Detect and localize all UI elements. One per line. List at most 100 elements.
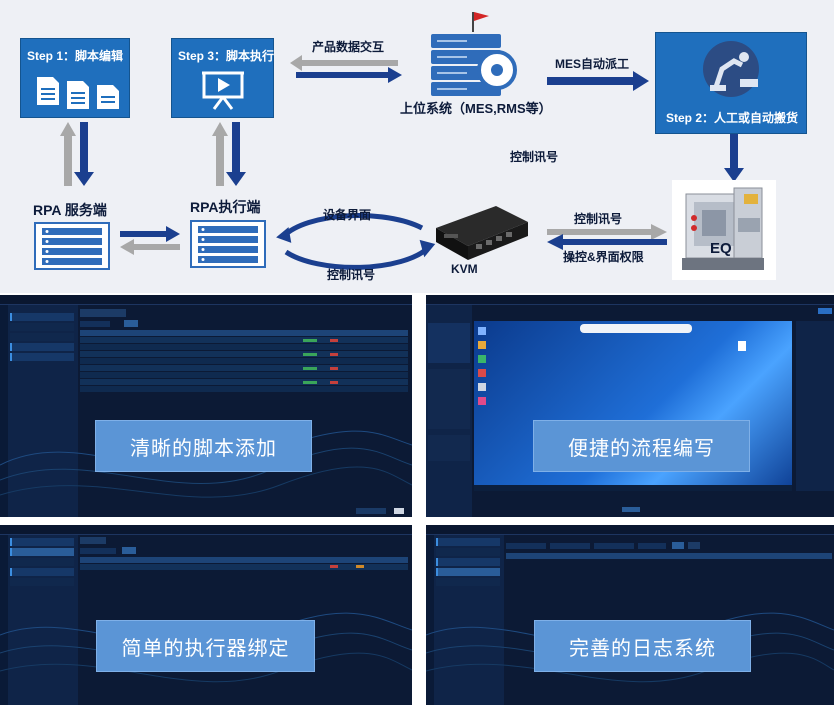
search-input[interactable] [80, 548, 116, 554]
server-stack-icon [431, 12, 517, 96]
kvm-eq-arrows [547, 224, 667, 250]
action-edit[interactable] [303, 381, 317, 384]
rpa-executor-icon [190, 220, 266, 268]
screen-flow-editor: 便捷的流程编写 [426, 295, 834, 517]
table-row[interactable] [80, 564, 408, 570]
table-row[interactable] [80, 372, 408, 378]
screen-icon-rail [426, 535, 434, 705]
equipment-icon [682, 187, 764, 270]
kvm-device-icon [436, 206, 528, 260]
filter-input[interactable] [594, 543, 634, 549]
run-button[interactable] [818, 308, 832, 314]
action-delete[interactable] [330, 367, 338, 370]
screen1-caption: 清晰的脚本添加 [95, 420, 312, 472]
step1-label: Step 1：脚本编辑 [27, 49, 124, 63]
toolbar-tab[interactable] [80, 309, 126, 317]
toolbox-grid[interactable] [428, 323, 470, 363]
sidebar-item[interactable] [436, 568, 500, 576]
table-row[interactable] [80, 379, 408, 385]
rpa-executor-label: RPA执行端 [190, 199, 261, 215]
desktop-icon[interactable] [478, 397, 486, 405]
table-row[interactable] [80, 365, 408, 371]
action-edit[interactable] [303, 353, 317, 356]
server-executor-arrows [120, 226, 180, 255]
desktop-icon[interactable] [478, 327, 486, 335]
screen-topbar [426, 525, 834, 535]
desktop-icon[interactable] [478, 383, 486, 391]
rpa-server-label: RPA 服务端 [33, 202, 107, 218]
sidebar-item[interactable] [436, 578, 500, 586]
screen2-caption: 便捷的流程编写 [533, 420, 750, 472]
table-header [80, 557, 408, 563]
sidebar-item[interactable] [436, 558, 500, 566]
table-row[interactable] [80, 358, 408, 364]
search-button[interactable] [672, 542, 684, 549]
screen-log-system: 完善的日志系统 [426, 525, 834, 705]
table-row[interactable] [80, 337, 408, 343]
eq-machine: EQ [672, 180, 776, 280]
filter-select[interactable] [638, 543, 666, 549]
sidebar-item[interactable] [10, 313, 74, 321]
action-delete[interactable] [330, 339, 338, 342]
search-input[interactable] [80, 321, 110, 327]
action-edit[interactable] [356, 565, 364, 568]
sidebar-item[interactable] [10, 333, 74, 341]
reset-button[interactable] [688, 542, 700, 549]
product-data-exchange-label: 产品数据交互 [312, 40, 385, 54]
presentation-icon [202, 71, 244, 110]
sidebar-item[interactable] [10, 578, 74, 586]
taskbar[interactable] [474, 485, 792, 491]
sidebar-item[interactable] [10, 343, 74, 351]
table-row[interactable] [80, 344, 408, 350]
rpa-server-icon [34, 222, 110, 270]
sidebar-item[interactable] [10, 548, 74, 556]
kvm-label: KVM [451, 262, 478, 276]
desktop-file-icon[interactable] [738, 341, 746, 351]
step3-label: Step 3：脚本执行 [178, 49, 275, 63]
step2-label: Step 2：人工或自动搬货 [666, 111, 799, 125]
screen-executor-bind: 简单的执行器绑定 [0, 525, 412, 705]
save-button[interactable] [622, 507, 640, 512]
sidebar-item[interactable] [436, 548, 500, 556]
search-button[interactable] [122, 547, 136, 554]
table-row[interactable] [80, 386, 408, 392]
action-edit[interactable] [303, 339, 317, 342]
table-row[interactable] [80, 351, 408, 357]
sidebar-item[interactable] [10, 323, 74, 331]
sidebar-item[interactable] [10, 558, 74, 566]
desktop-icon[interactable] [478, 355, 486, 363]
action-edit[interactable] [303, 367, 317, 370]
sidebar-item[interactable] [10, 538, 74, 546]
screen-icon-rail [0, 305, 8, 517]
workflow-diagram: Step 1：脚本编辑 Step 3：脚本执行 [0, 0, 834, 293]
screen-topbar [0, 295, 412, 305]
mes-dispatch-label: MES自动派工 [555, 57, 630, 71]
screen-icon-rail [0, 535, 8, 705]
upper-system-label: 上位系统（MES,RMS等） [400, 101, 552, 116]
screen4-caption: 完善的日志系统 [534, 620, 751, 672]
device-ui-label: 设备界面 [323, 208, 372, 222]
sidebar-item[interactable] [436, 538, 500, 546]
table-header [80, 330, 408, 336]
eq-label: EQ [710, 240, 732, 257]
sidebar-item[interactable] [10, 353, 74, 361]
step-list-panel [796, 321, 834, 491]
toolbar-tab[interactable] [80, 537, 106, 544]
action-delete[interactable] [330, 353, 338, 356]
sidebar-item[interactable] [10, 568, 74, 576]
action-unbind[interactable] [330, 565, 338, 568]
action-delete[interactable] [330, 381, 338, 384]
background-waves [426, 612, 834, 683]
desktop-icon[interactable] [478, 341, 486, 349]
step2-to-eq-arrow [724, 134, 744, 182]
desktop-icon[interactable] [478, 369, 486, 377]
pagination[interactable] [356, 508, 386, 514]
search-button[interactable] [124, 320, 138, 327]
browser-search-bar[interactable] [580, 324, 692, 333]
filter-input[interactable] [506, 543, 546, 549]
property-panel [428, 369, 470, 429]
documents-icon [37, 77, 119, 109]
filter-input[interactable] [550, 543, 590, 549]
page-button[interactable] [394, 508, 404, 514]
screen-topbar [0, 525, 412, 535]
